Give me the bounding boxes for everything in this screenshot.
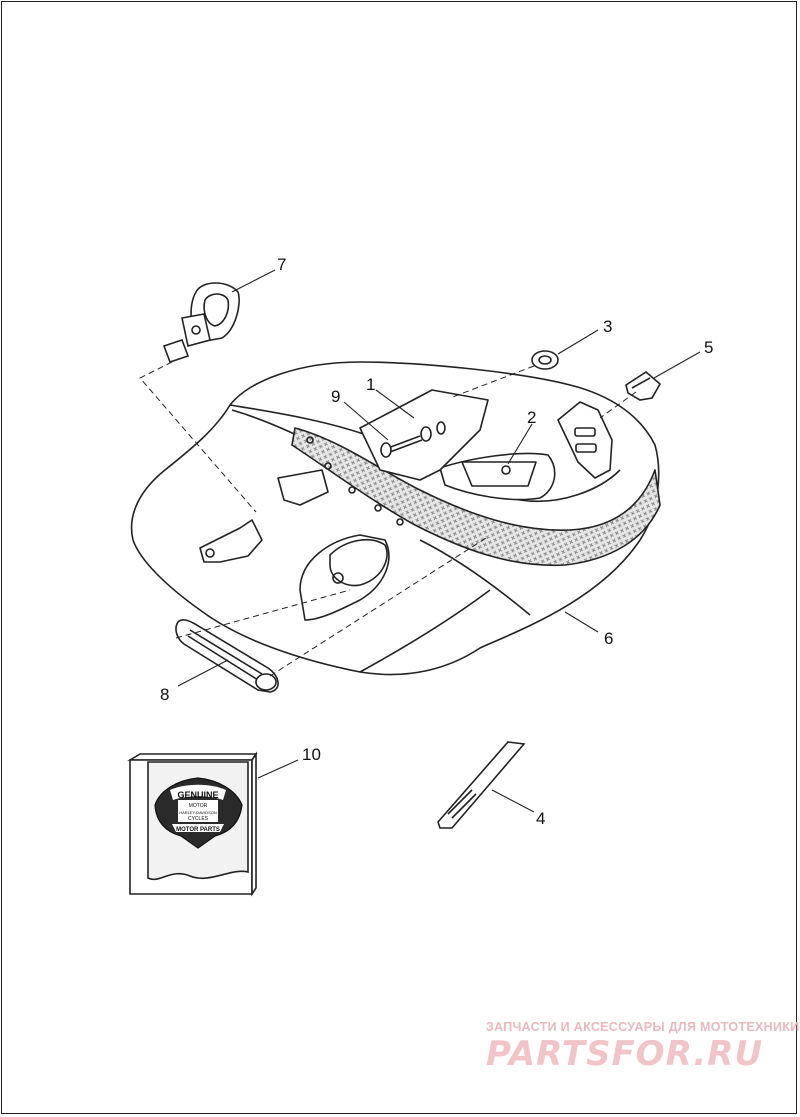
callout-5: 5: [704, 338, 713, 357]
genuine-motor-parts-badge: GENUINE MOTOR HARLEY-DAVIDSON CYCLES MOT…: [154, 777, 243, 849]
callout-labels: 7 3 5 1 9 2 6 8 10 4: [160, 255, 713, 828]
callout-9: 9: [331, 387, 340, 406]
callout-2: 2: [527, 408, 536, 427]
callout-6: 6: [604, 629, 613, 648]
callout-4: 4: [536, 809, 545, 828]
part-4-pad: [437, 741, 526, 829]
part-8-trim-strip: [175, 619, 279, 693]
callout-8: 8: [160, 685, 169, 704]
callout-3: 3: [603, 317, 612, 336]
badge-line5: MOTOR PARTS: [176, 827, 220, 833]
watermark-tagline: ЗАПЧАСТИ И АКСЕССУАРЫ ДЛЯ МОТОТЕХНИКИ: [486, 1020, 800, 1034]
saddlebag-body: [130, 361, 661, 676]
part-7-latch-buckle: [162, 282, 240, 364]
callout-1: 1: [366, 375, 375, 394]
part-10-package: GENUINE MOTOR HARLEY-DAVIDSON CYCLES MOT…: [127, 751, 258, 897]
assembly-lines: [139, 361, 637, 677]
callout-10: 10: [302, 745, 321, 764]
badge-line1: GENUINE: [177, 790, 218, 800]
part-3-grommet: [531, 350, 559, 370]
badge-line3: HARLEY-DAVIDSON: [179, 810, 217, 815]
badge-line2: MOTOR: [189, 803, 208, 809]
badge-line4: CYCLES: [188, 816, 209, 822]
watermark-logo: PARTSFOR.RU: [486, 1034, 764, 1074]
part-9-screw: [380, 421, 446, 458]
part-5-clip: [625, 371, 662, 401]
part-2-nut: [501, 465, 511, 475]
callout-7: 7: [277, 255, 286, 274]
leader-lines: [177, 269, 701, 813]
